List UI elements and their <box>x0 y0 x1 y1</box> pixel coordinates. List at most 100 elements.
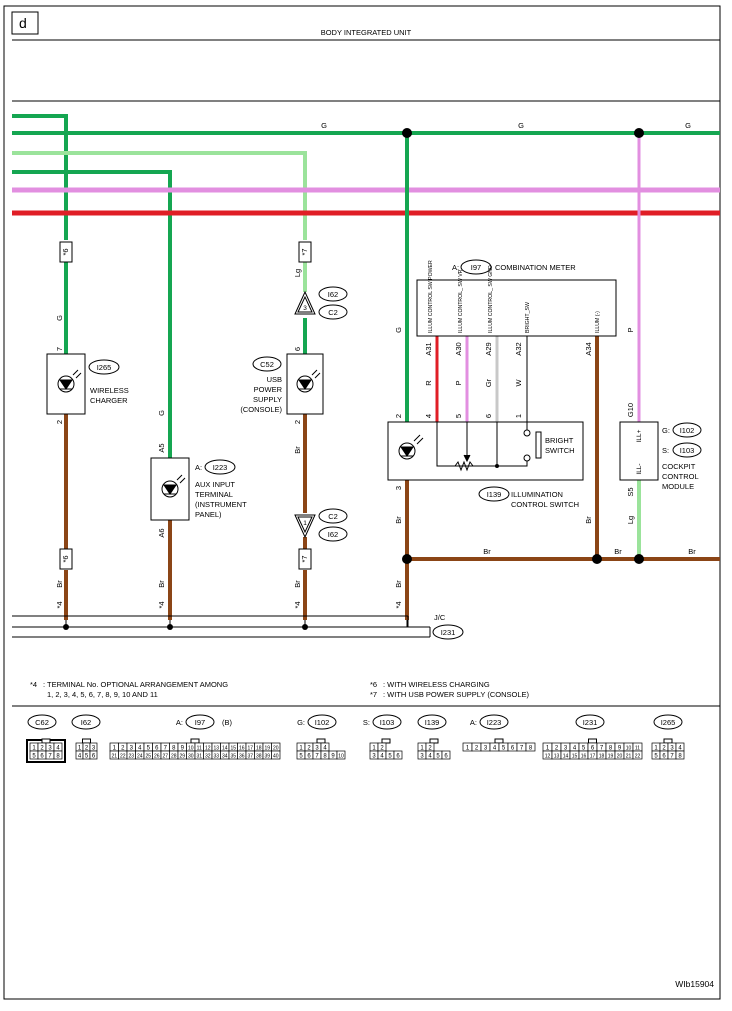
svg-text:A30: A30 <box>454 342 463 355</box>
connector-pin-number: 4 <box>678 745 682 751</box>
svg-text:*6: *6 <box>370 680 377 689</box>
combination-meter: A: I97 COMBINATION METER ILLUM CONTROL S… <box>416 259 617 356</box>
light-arrows-icon <box>72 369 82 379</box>
wire-label-p: P <box>454 380 463 385</box>
connector-c2-i62-lower: 1 C2 I62 <box>294 508 348 542</box>
connector-pin-number: 15 <box>230 745 236 751</box>
connector-pin-number: 5 <box>388 753 392 759</box>
charger-pin-top: 7 <box>55 347 64 351</box>
connector-pin-number: 9 <box>618 745 622 751</box>
connector-pin-number: 1 <box>113 745 117 751</box>
connector-pin-number: 2 <box>662 745 666 751</box>
wire-label-br: Br <box>55 580 64 588</box>
connector-pin-number: 1 <box>546 745 550 751</box>
svg-text:3: 3 <box>303 305 307 312</box>
svg-text:TERMINAL: TERMINAL <box>195 490 233 499</box>
connector-pin-number: 1 <box>32 745 36 751</box>
wire-label-br: Br <box>394 580 403 588</box>
svg-text:ILLUMINATION: ILLUMINATION <box>511 490 563 499</box>
charger-pin-bottom: 2 <box>55 420 64 424</box>
connector-pin-number: 34 <box>222 753 228 759</box>
junction-dot <box>592 554 602 564</box>
svg-text:I103: I103 <box>680 446 695 455</box>
connector-pin-number: 9 <box>331 753 335 759</box>
svg-text:G10: G10 <box>626 403 635 417</box>
svg-text:*6: *6 <box>61 248 70 255</box>
connector-pin-number: 4 <box>428 753 432 759</box>
svg-text:C2: C2 <box>328 308 338 317</box>
svg-text:(CONSOLE): (CONSOLE) <box>240 405 282 414</box>
connector-pin-number: 17 <box>590 753 596 759</box>
meter-pin-label: ILLUM (-) <box>595 311 601 333</box>
svg-text:A34: A34 <box>584 342 593 355</box>
svg-text:S5: S5 <box>626 487 635 496</box>
connector-pin-number: 6 <box>40 753 44 759</box>
connector-view-label: I97 <box>195 718 205 727</box>
connector-pin-number: 25 <box>145 753 151 759</box>
connector-pin-number: 13 <box>213 745 219 751</box>
connector-pin-number: 40 <box>273 753 279 759</box>
junction-dot <box>402 128 412 138</box>
connector-view-prefix: S: <box>363 718 370 727</box>
wire-label-br: Br <box>394 516 403 524</box>
connector-pin-number: 21 <box>111 753 117 759</box>
connector-pin-number: 4 <box>573 745 577 751</box>
svg-text:*7: *7 <box>370 690 377 699</box>
connector-pin-number: 2 <box>40 745 44 751</box>
connector-pin-number: 5 <box>582 745 586 751</box>
connector-pin-number: 8 <box>678 753 682 759</box>
wire-label-w: W <box>514 379 523 387</box>
usb-power-supply: 6 2 C52 USB POWER SUPPLY (CONSOLE) <box>240 347 324 424</box>
light-arrows-icon <box>413 434 424 445</box>
connector-pin-number: 5 <box>299 753 303 759</box>
svg-text:SWITCH: SWITCH <box>545 446 575 455</box>
aux-id: I223 <box>213 463 228 472</box>
connector-pin-number: 1 <box>78 745 82 751</box>
figure-code: WIb15904 <box>675 979 714 989</box>
connector-pin-number: 39 <box>264 753 270 759</box>
svg-text:: TERMINAL No. OPTIONAL ARRANG: : TERMINAL No. OPTIONAL ARRANGEMENT AMON… <box>43 680 228 689</box>
connector-pin-number: 10 <box>338 753 344 759</box>
connector-view-prefix: A: <box>176 718 183 727</box>
svg-text:A31: A31 <box>424 342 433 355</box>
connector-pin-number: 4 <box>323 745 327 751</box>
connector-pin-number: 3 <box>315 745 319 751</box>
connector-pin-number: 35 <box>230 753 236 759</box>
svg-text:ILL-: ILL- <box>636 463 643 474</box>
svg-text:G:: G: <box>662 426 670 435</box>
connector-pin-number: 1 <box>466 745 470 751</box>
meter-pin-label: ILLUM CONTROL_ SW GND <box>488 265 494 333</box>
connector-pin-number: 14 <box>222 745 228 751</box>
illumination-control-switch: 2 4 5 6 1 3 BRIGHT SWITCH I139 ILLUMINAT… <box>387 414 584 509</box>
wire-label-g: G <box>321 121 327 130</box>
mark-six-bottom: *6 <box>59 548 73 570</box>
connector-pin-number: 6 <box>662 753 666 759</box>
svg-text:*7: *7 <box>300 555 309 562</box>
connector-pin-number: 28 <box>171 753 177 759</box>
wire-label-p: P <box>626 327 635 332</box>
aux-prefix: A: <box>195 463 202 472</box>
page-letter-box <box>11 11 39 35</box>
connector-pin-number: 16 <box>581 753 587 759</box>
wire-green-charger <box>12 114 68 240</box>
junction-dot <box>634 554 644 564</box>
wire-label-r: R <box>424 380 433 386</box>
wire-label-four: *4 <box>394 601 403 608</box>
connector-pin-number: 27 <box>162 753 168 759</box>
wire-green-aux <box>12 170 172 458</box>
connector-pin-number: 5 <box>147 745 151 751</box>
svg-text:: WITH USB POWER SUPPLY (CONSO: : WITH USB POWER SUPPLY (CONSOLE) <box>383 690 529 699</box>
wire-label-four: *4 <box>157 601 166 608</box>
wire-label-g: G <box>55 315 64 321</box>
connector-pin-number: 24 <box>137 753 143 759</box>
aux-pin-top: A5 <box>157 443 166 452</box>
connector-pin-number: 33 <box>213 753 219 759</box>
svg-text:*6: *6 <box>61 555 70 562</box>
meter-pin-label: ILLUM CONTROL SW POWER <box>428 260 434 333</box>
connector-pin-number: 7 <box>164 745 168 751</box>
